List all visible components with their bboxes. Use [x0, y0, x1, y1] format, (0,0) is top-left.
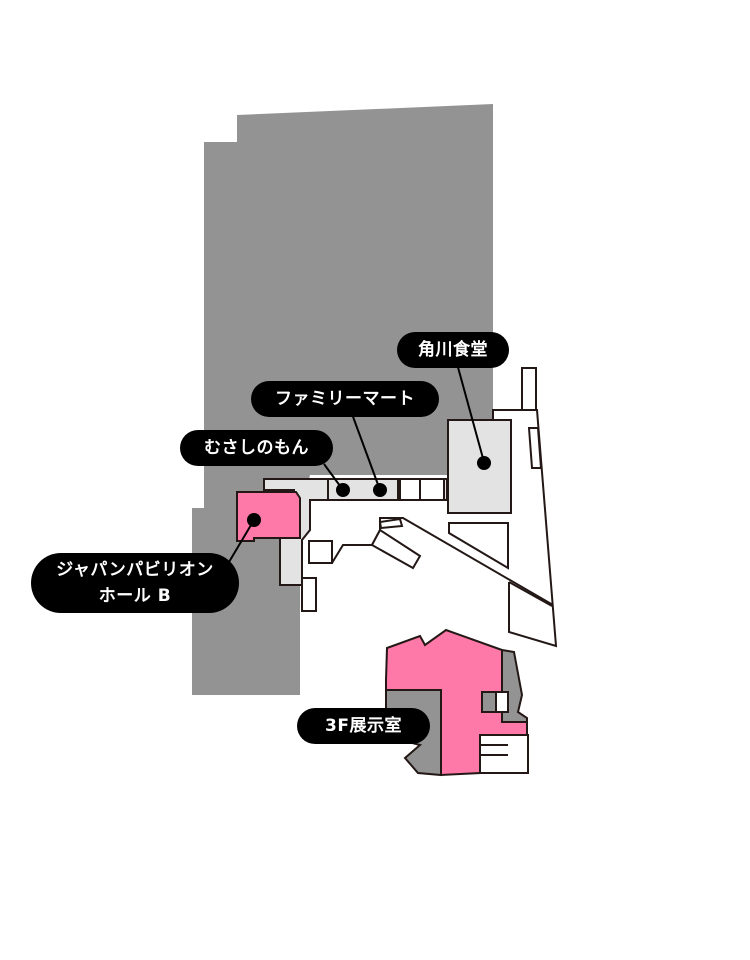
label-kadokawa-shokudo[interactable]: 角川食堂: [397, 332, 509, 368]
right-wall-outline: [492, 409, 558, 648]
label-3f-exhibition[interactable]: 3F展示室: [297, 708, 430, 744]
pillar-side: [527, 427, 543, 469]
label-text: ファミリーマート: [275, 389, 415, 409]
label-text: 3F展示室: [325, 716, 402, 736]
marker-musashinomon[interactable]: [336, 483, 350, 497]
pillar-top: [521, 367, 537, 411]
label-japan-pavilion-hall-b[interactable]: ジャパンパビリオン ホール B: [31, 553, 239, 613]
shop-box-2: [419, 478, 445, 501]
leader-kadokawa: [455, 359, 485, 463]
label-text-line1: ジャパンパビリオン: [56, 560, 214, 580]
ramp-1: [370, 528, 422, 570]
room-small-1: [308, 540, 333, 564]
label-musashinomon[interactable]: むさしのもん: [180, 430, 333, 466]
shop-box-1: [399, 478, 421, 501]
marker-japan-pavilion[interactable]: [247, 513, 261, 527]
label-text-line2: ホール B: [98, 586, 172, 606]
label-text: むさしのもん: [204, 438, 309, 458]
label-text: 角川食堂: [418, 340, 488, 360]
room-right-1: [448, 522, 509, 570]
area-japan-pavilion-hall-b[interactable]: [236, 491, 301, 542]
leader-japan-pavilion: [228, 519, 255, 563]
room-3f-2: [495, 691, 509, 713]
room-small-2: [301, 577, 317, 612]
label-familymart[interactable]: ファミリーマート: [251, 381, 439, 417]
walkway-outline-1: [331, 517, 554, 606]
marker-kadokawa[interactable]: [477, 456, 491, 470]
room-3f-1: [481, 691, 497, 713]
ramp-2: [378, 517, 404, 530]
leader-familymart: [351, 413, 381, 491]
marker-familymart[interactable]: [373, 483, 387, 497]
divider-line: [508, 581, 553, 607]
